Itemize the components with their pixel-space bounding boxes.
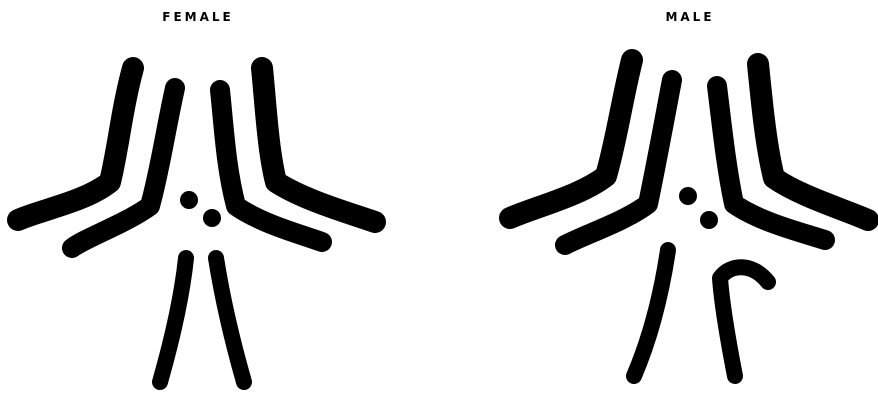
male-chromosome-set — [510, 60, 868, 376]
female-chromosome-set — [18, 68, 375, 382]
female-dot-chromosome-2 — [203, 209, 221, 227]
male-dot-chromosome-1 — [679, 187, 697, 205]
male-chromosome-large-left — [510, 60, 632, 218]
male-chromosome-large-right — [758, 64, 868, 220]
female-dot-chromosome-1 — [180, 191, 198, 209]
female-chromosome-large-left — [18, 68, 133, 220]
male-dot-chromosome-2 — [700, 211, 718, 229]
male-x-chromosome — [634, 250, 668, 376]
female-chromosome-large-right — [262, 68, 375, 222]
male-y-chromosome — [720, 267, 768, 376]
female-x-chromosome-right — [216, 258, 244, 382]
female-x-chromosome-left — [160, 258, 186, 382]
